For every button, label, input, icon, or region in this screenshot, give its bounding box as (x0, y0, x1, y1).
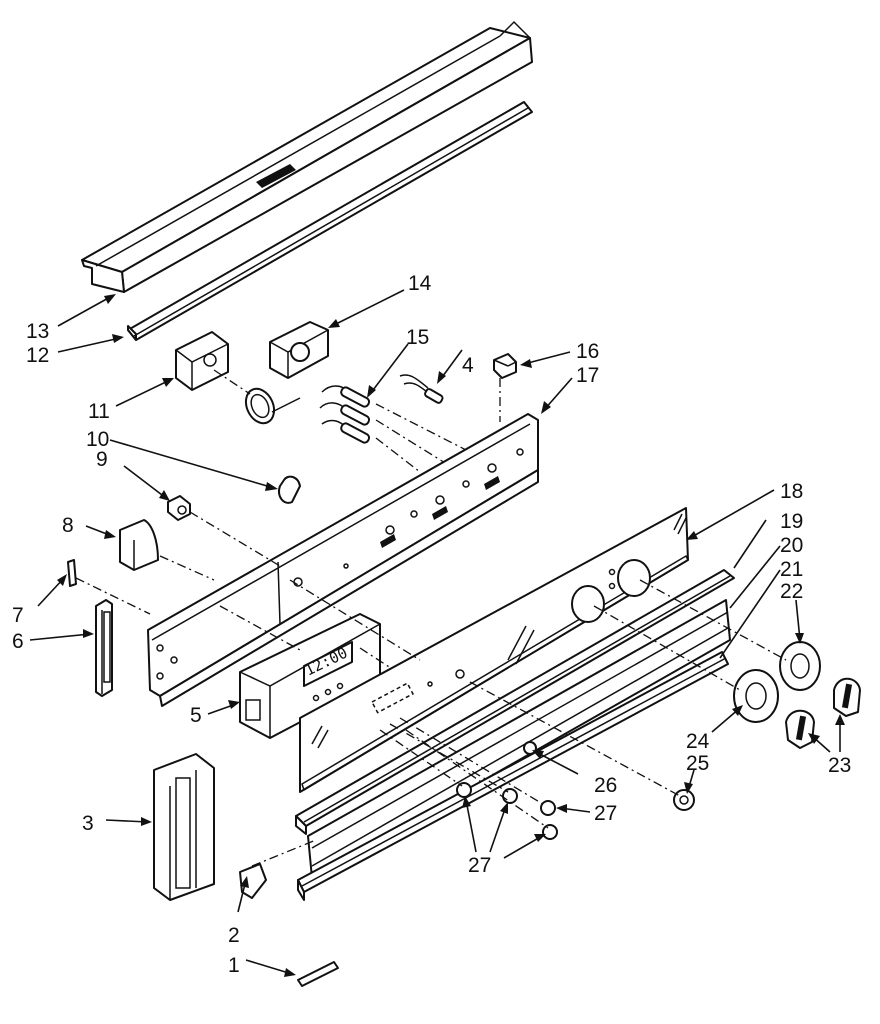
part-17-control-bracket (147, 413, 539, 707)
part-6-hinge (95, 599, 113, 697)
callout-10: 10 (86, 428, 109, 451)
callout-18: 18 (780, 480, 803, 503)
part-14-housing (269, 321, 329, 379)
part-20-rail (307, 599, 731, 879)
part-12-trim-strip (127, 101, 533, 341)
callout-2: 2 (228, 924, 240, 947)
leader-lines (29, 289, 845, 977)
callout-16: 16 (576, 340, 599, 363)
callout-7: 7 (12, 604, 24, 627)
callout-9: 9 (96, 448, 108, 471)
part-2-end-cap (239, 863, 267, 899)
part-25-nut (673, 789, 695, 811)
part-13-top-trim (81, 20, 533, 293)
callout-11: 11 (88, 400, 110, 423)
alignment-lines (219, 579, 787, 867)
callout-24: 24 (686, 730, 710, 753)
part-9-switch (167, 495, 281, 567)
callout-21: 21 (780, 558, 803, 581)
part-23-knob-lower (785, 709, 815, 749)
callout-4: 4 (462, 354, 474, 377)
callout-labels: 13 12 11 10 9 8 7 6 5 3 2 1 14 15 4 16 1… (12, 272, 851, 977)
part-8-cover (119, 519, 215, 581)
part-21-rail (297, 651, 729, 901)
callout-27-right: 27 (594, 802, 617, 825)
callout-1: 1 (228, 954, 240, 977)
callout-17: 17 (576, 364, 599, 387)
part-1-strip (297, 961, 339, 987)
callout-5: 5 (190, 704, 202, 727)
part-23-knob-upper (833, 677, 861, 717)
callout-26: 26 (594, 774, 617, 797)
part-19-rail (295, 569, 735, 835)
part-10-retainer (278, 475, 301, 504)
callout-25: 25 (686, 752, 709, 775)
callout-19: 19 (780, 510, 803, 533)
callout-20: 20 (780, 534, 803, 557)
part-18-control-panel (299, 507, 689, 793)
part-11-motor (175, 331, 229, 391)
callout-22: 22 (780, 580, 803, 603)
callout-12: 12 (26, 344, 49, 367)
part-22-bezel (779, 641, 821, 691)
part-7-bracket (67, 559, 151, 615)
callout-8: 8 (62, 514, 74, 537)
callout-23: 23 (828, 754, 851, 777)
part-24-bezel (733, 669, 779, 723)
part-16-clip (493, 353, 517, 422)
callout-14: 14 (408, 272, 432, 295)
part-15-sockets (319, 385, 471, 473)
part-4-wire-lead (399, 374, 444, 404)
part-ring-gear (213, 369, 301, 425)
callout-3: 3 (82, 812, 94, 835)
callout-27-bottom: 27 (468, 854, 491, 877)
callout-6: 6 (12, 630, 24, 653)
part-3-side-trim (153, 753, 215, 901)
callout-15: 15 (406, 326, 429, 349)
callout-13: 13 (26, 320, 49, 343)
part-27-screws (456, 782, 558, 840)
